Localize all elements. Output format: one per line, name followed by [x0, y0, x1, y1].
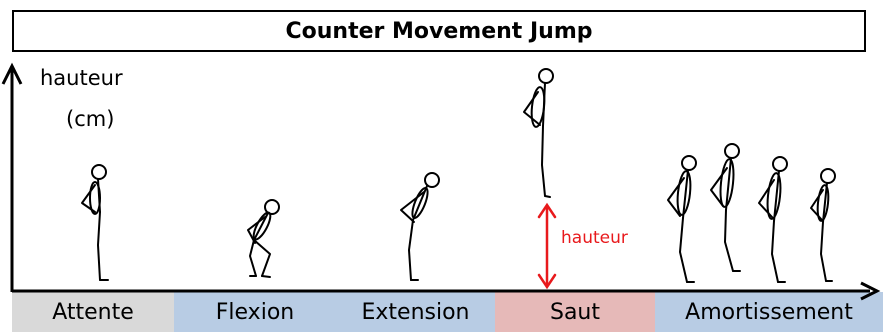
x-axis-arrow-icon [860, 281, 881, 301]
phase-saut: Saut [495, 292, 655, 332]
axes [1, 62, 881, 301]
stick-figure-landing-2 [710, 143, 741, 272]
stick-figure-standing [81, 164, 109, 281]
stick-figure-landing-3 [758, 156, 788, 283]
jump-height-arrow-icon [537, 202, 557, 290]
y-axis-label-line1: hauteur [40, 66, 123, 90]
y-axis-label-line2: (cm) [66, 107, 115, 131]
phase-label: Saut [549, 299, 600, 325]
phase-label: Extension [361, 299, 470, 325]
stick-figure-landing-1 [667, 155, 697, 283]
phase-flexion: Flexion [174, 292, 336, 332]
phase-amortissement: Amortissement [655, 292, 883, 332]
phase-label: Amortissement [685, 299, 853, 325]
phase-label: Attente [52, 299, 134, 325]
phase-extension: Extension [336, 292, 495, 332]
diagram-title: Counter Movement Jump [285, 18, 593, 44]
stick-figure-jump [523, 68, 554, 198]
stick-figure-landing-4 [810, 168, 836, 282]
phase-label: Flexion [215, 299, 295, 325]
title-box: Counter Movement Jump [12, 10, 866, 52]
stick-figure-extension [400, 172, 440, 281]
phase-attente: Attente [12, 292, 174, 332]
jump-height-label: hauteur [561, 228, 628, 248]
y-axis-arrow-icon [1, 62, 23, 85]
stick-figure-squat [247, 199, 280, 278]
